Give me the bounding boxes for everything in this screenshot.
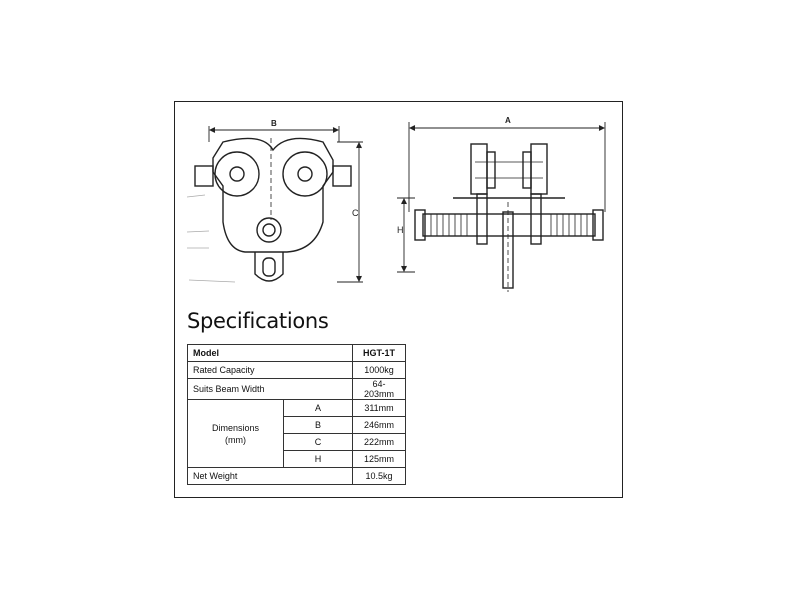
specifications-title: Specifications bbox=[187, 309, 329, 333]
trolley-technical-drawing: B C bbox=[186, 116, 606, 292]
net-weight-value: 10.5kg bbox=[352, 467, 406, 485]
model-label: Model bbox=[187, 344, 353, 362]
dimensions-label-line2: (mm) bbox=[225, 434, 246, 445]
rated-capacity-label: Rated Capacity bbox=[187, 361, 353, 379]
beam-width-value: 64-203mm bbox=[352, 378, 406, 400]
dimensions-label-line1: Dimensions bbox=[211, 422, 260, 433]
dim-label-c: C bbox=[352, 208, 359, 218]
dimension-h bbox=[397, 197, 415, 273]
table-row: Suits Beam Width 64-203mm bbox=[187, 378, 406, 400]
table-row: Model HGT-1T bbox=[187, 344, 406, 362]
dimension-b bbox=[208, 126, 340, 142]
front-view: B C bbox=[186, 119, 363, 283]
net-weight-label: Net Weight bbox=[187, 467, 353, 485]
dimension-value-a: 311mm bbox=[352, 399, 406, 417]
dim-label-a: A bbox=[505, 116, 511, 125]
dimension-a bbox=[408, 122, 606, 212]
specifications-table: Model HGT-1T Rated Capacity 1000kg Suits… bbox=[187, 344, 406, 485]
dimension-value-c: 222mm bbox=[352, 433, 406, 451]
dimension-key-c: C bbox=[283, 433, 353, 451]
spec-sheet-frame: B C bbox=[174, 101, 623, 498]
dimension-c bbox=[337, 141, 363, 283]
model-value: HGT-1T bbox=[352, 344, 406, 362]
dimension-value-b: 246mm bbox=[352, 416, 406, 434]
table-row: B 246mm bbox=[188, 416, 406, 434]
table-row: C 222mm bbox=[188, 433, 406, 451]
table-row: Dimensions (mm) A 311mm bbox=[187, 399, 406, 468]
dim-label-h: H bbox=[397, 225, 404, 235]
table-row: H 125mm bbox=[188, 450, 406, 468]
table-row: Net Weight 10.5kg bbox=[187, 467, 406, 485]
dim-label-b: B bbox=[271, 119, 277, 128]
dimension-value-h: 125mm bbox=[352, 450, 406, 468]
dimension-key-h: H bbox=[283, 450, 353, 468]
beam-width-label: Suits Beam Width bbox=[187, 378, 353, 400]
side-view: A H bbox=[397, 116, 606, 292]
dimension-key-a: A bbox=[283, 399, 353, 417]
dimensions-label: Dimensions (mm) bbox=[187, 399, 284, 468]
rated-capacity-value: 1000kg bbox=[352, 361, 406, 379]
table-row: Rated Capacity 1000kg bbox=[187, 361, 406, 379]
dimension-key-b: B bbox=[283, 416, 353, 434]
